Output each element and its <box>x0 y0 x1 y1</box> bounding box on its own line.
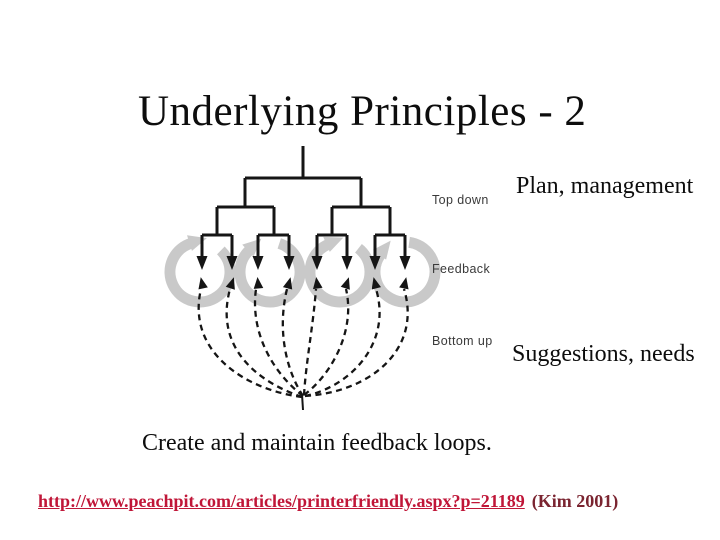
top-down-arrowheads <box>196 256 411 270</box>
feedback-loop-icons <box>164 229 444 311</box>
slide-caption: Create and maintain feedback loops. <box>142 430 492 456</box>
diagram-label-feedback: Feedback <box>432 262 491 276</box>
annotation-plan-management: Plan, management <box>516 173 694 199</box>
annotation-suggestions-needs: Suggestions, needs <box>512 341 695 367</box>
bottom-up-arrowheads <box>198 277 409 290</box>
footer: http://www.peachpit.com/articles/printer… <box>38 491 618 512</box>
top-down-tree <box>200 146 407 257</box>
source-link[interactable]: http://www.peachpit.com/articles/printer… <box>38 491 525 511</box>
diagram-label-bottom-up: Bottom up <box>432 334 493 348</box>
convergence-stub <box>301 393 304 411</box>
diagram-label-top-down: Top down <box>432 193 489 207</box>
feedback-loops-diagram <box>150 146 515 411</box>
slide-title: Underlying Principles - 2 <box>138 87 587 135</box>
loop-icon <box>233 232 305 308</box>
citation-text: (Kim 2001) <box>531 491 619 511</box>
bottom-up-arrows <box>197 288 409 399</box>
